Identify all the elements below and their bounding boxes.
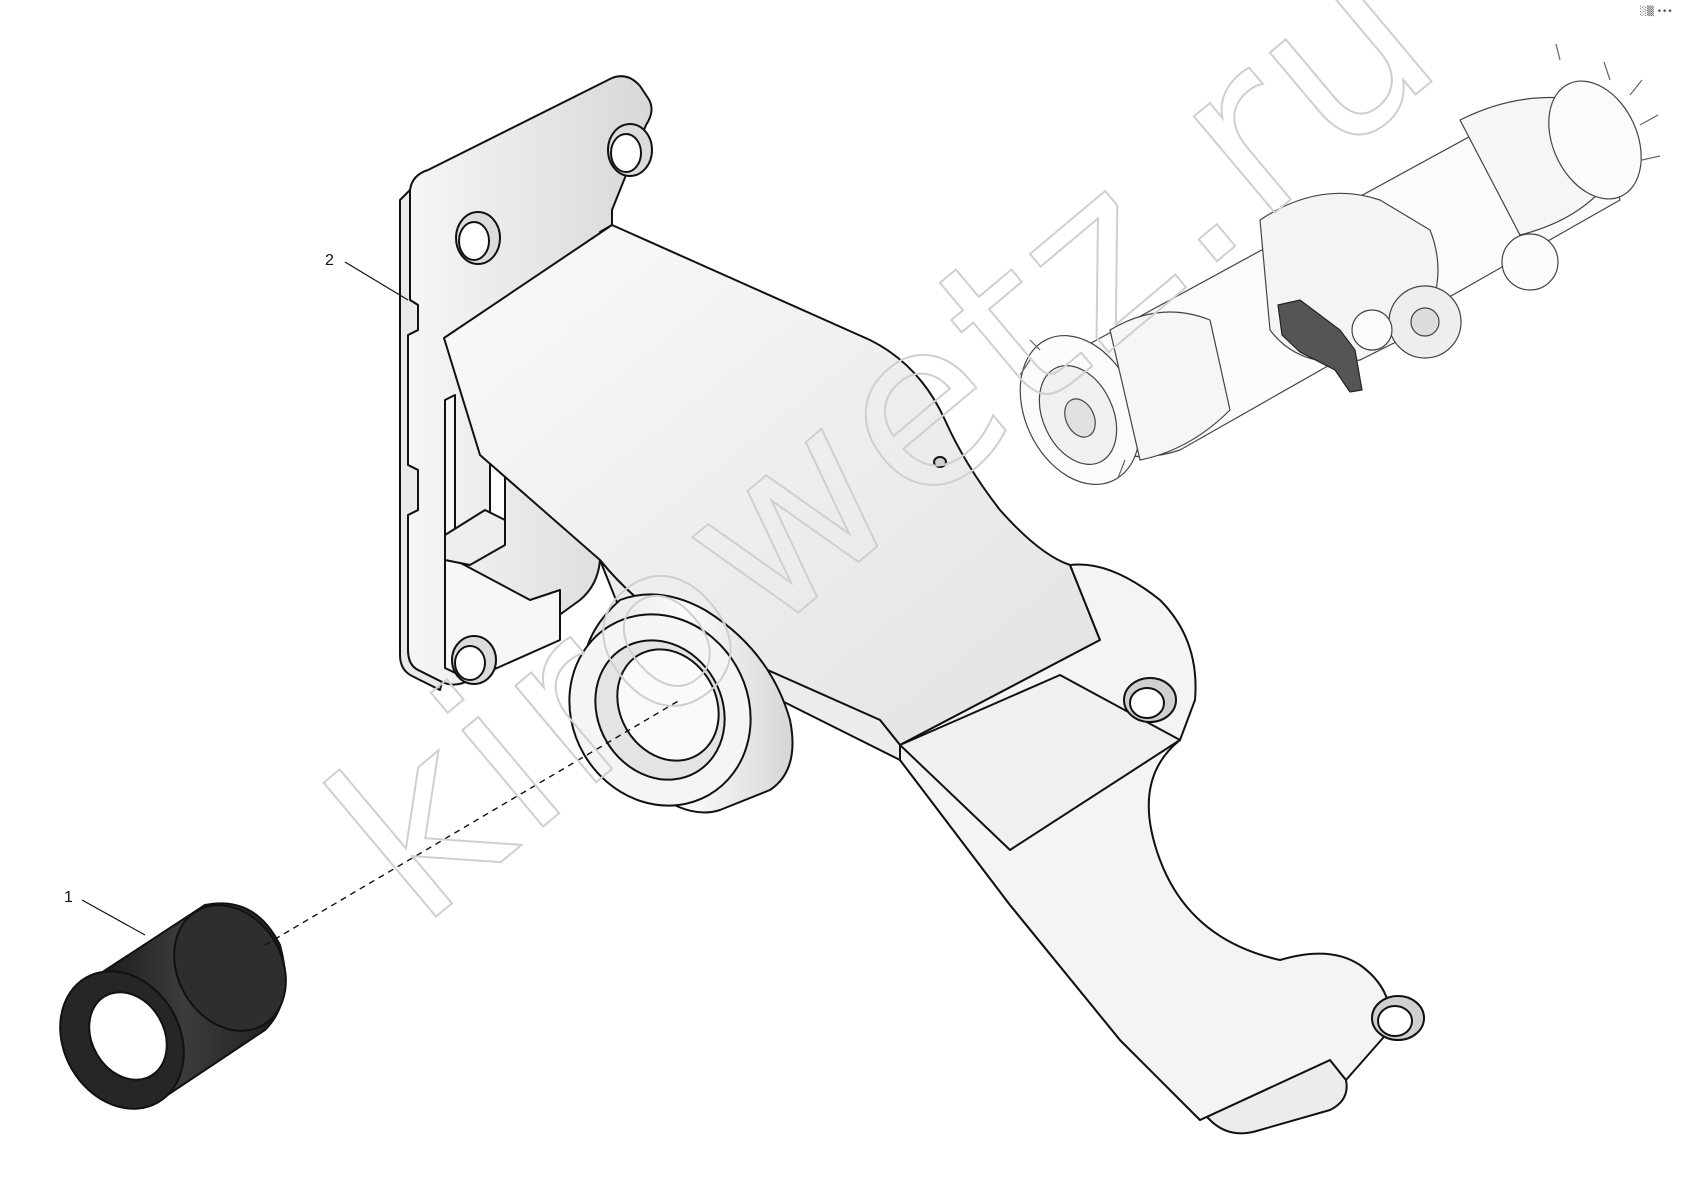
bracket-flange-edge: [399, 189, 443, 691]
callout-1: 1: [64, 889, 146, 936]
axle-right-hub: [1548, 80, 1642, 200]
bushing-part-1: [59, 902, 287, 1110]
callout-2-leader: [344, 261, 409, 301]
bracket-part-2: [399, 75, 1425, 1135]
bracket-recess: [444, 394, 561, 681]
axle-left-hub-center: [1064, 398, 1096, 438]
axle-highlighted-bracket: [1277, 299, 1363, 393]
bracket-recess-step: [444, 509, 506, 566]
axle-round-boss-b: [1351, 309, 1393, 351]
callout-2-number: 2: [325, 252, 334, 269]
axle-pinion-flange-center: [1410, 307, 1440, 337]
bushing-bore: [88, 991, 168, 1081]
axle-assembly-inset: [1019, 43, 1661, 486]
grease-hole: [933, 456, 947, 468]
callout-1-leader: [81, 899, 146, 936]
axle-studs: [1019, 43, 1661, 479]
assembly-axis-line: [264, 699, 681, 946]
flange-hole-top-left-inner: [458, 221, 490, 261]
flange-hole-top-right-inner: [610, 133, 642, 173]
bracket-bore-inner: [616, 648, 720, 762]
bracket-band: [899, 674, 1181, 851]
axle-left-drum: [1109, 311, 1231, 461]
callout-1-number: 1: [64, 889, 73, 906]
flange-hole-bottom-inner: [454, 645, 486, 681]
bracket-lower-lug-hole-inner: [1377, 1005, 1413, 1037]
corner-mark: ░▒ •••: [1640, 5, 1673, 17]
callout-2: 2: [325, 252, 409, 301]
bracket-upper-lug-hole-inner: [1129, 687, 1165, 719]
bushing-back-rim: [173, 904, 287, 1032]
axle-round-boss-a: [1501, 233, 1559, 291]
